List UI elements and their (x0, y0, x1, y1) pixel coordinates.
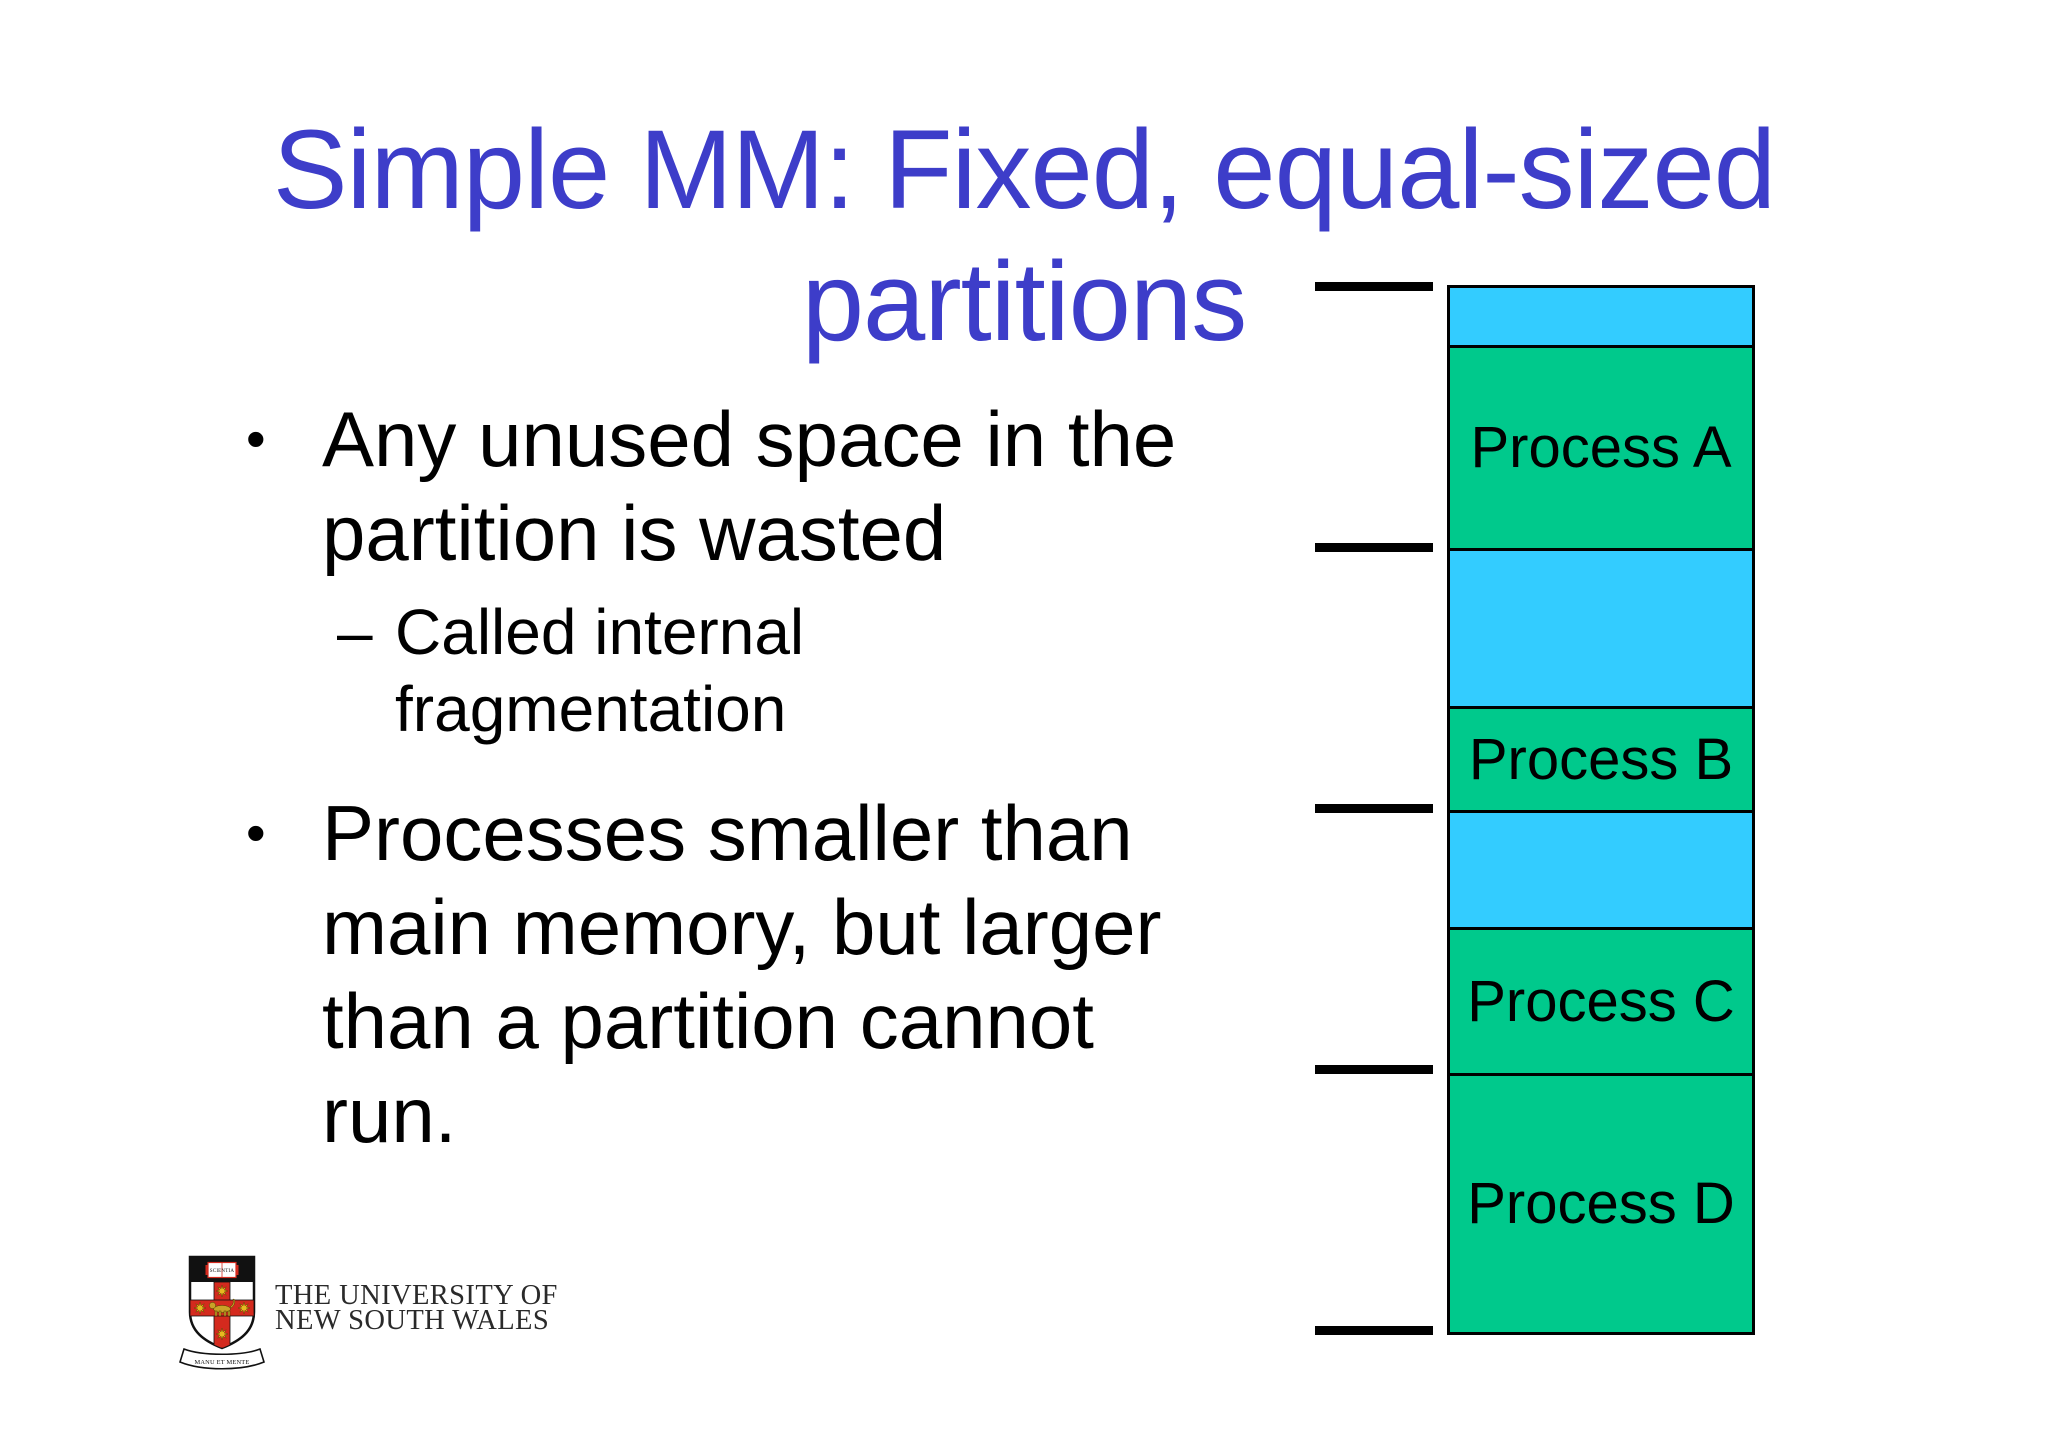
free-space-band (1450, 547, 1752, 707)
bullet-item-1: • Any unused space in the partition is w… (240, 392, 1180, 580)
crest-lion-icon (209, 1298, 236, 1317)
memory-diagram: Process A Process B Process C Process D (1315, 281, 1755, 1335)
crest-motto-scroll: MANU ET MENTE (179, 1347, 265, 1370)
process-band-d: Process D (1450, 1072, 1752, 1332)
bullet-item-1-text: Any unused space in the partition is was… (322, 395, 1177, 577)
partition-boundary-tick (1315, 1064, 1433, 1074)
sub-bullet-item-1-text: Called internal fragmentation (395, 596, 805, 745)
bullet-dot-icon: • (246, 407, 266, 470)
process-label: Process A (1470, 415, 1732, 481)
partition-boundary-tick (1315, 803, 1433, 813)
process-band-a: Process A (1450, 344, 1752, 548)
partition-boundary-tick (1315, 281, 1433, 291)
unsw-crest-logo: SCIENTIA MANU ET MENTE (179, 1255, 265, 1370)
university-name: THE UNIVERSITY OF NEW SOUTH WALES (275, 1280, 558, 1336)
crest-open-book: SCIENTIA (205, 1261, 239, 1279)
partition-boundary-tick (1315, 1325, 1433, 1335)
bullet-item-2-text: Processes smaller than main memory, but … (322, 789, 1162, 1159)
university-name-line2: NEW SOUTH WALES (275, 1305, 550, 1336)
crest-book-text: SCIENTIA (210, 1269, 235, 1274)
bullet-list: • Any unused space in the partition is w… (240, 392, 1180, 1162)
process-label: Process D (1467, 1171, 1735, 1237)
slide-title: Simple MM: Fixed, equal-sized partitions (0, 104, 2048, 368)
free-space-band (1450, 809, 1752, 928)
free-space-band (1450, 288, 1752, 345)
crest-motto-text: MANU ET MENTE (194, 1359, 249, 1366)
dash-bullet-icon: – (337, 596, 373, 668)
slide-title-line2: partitions (801, 239, 1247, 364)
process-band-b: Process B (1450, 706, 1752, 810)
university-name-line1: THE UNIVERSITY OF (275, 1280, 558, 1311)
slide-title-line1: Simple MM: Fixed, equal-sized (272, 107, 1776, 232)
partition-boundary-tick (1315, 542, 1433, 552)
bullet-item-2: • Processes smaller than main memory, bu… (240, 786, 1180, 1162)
bullet-dot-icon: • (246, 801, 266, 864)
process-band-c: Process C (1450, 927, 1752, 1073)
process-label: Process B (1468, 727, 1734, 793)
sub-bullet-item-1: – Called internal fragmentation (337, 594, 1180, 748)
process-label: Process C (1467, 969, 1735, 1035)
crest-shield: SCIENTIA (188, 1255, 256, 1350)
